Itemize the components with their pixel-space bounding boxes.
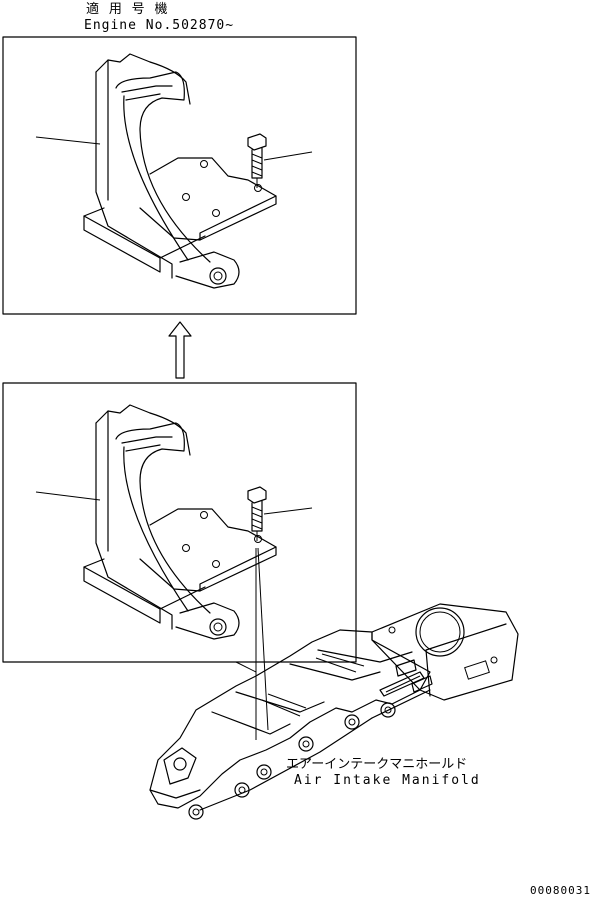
bottom-bolt [247,486,313,541]
up-arrow-icon [168,321,192,379]
applicable-label: 適 用 号 機 [86,2,169,17]
bottom-detail-frame [2,382,357,663]
box-to-manifold-line [235,661,257,673]
top-detail-frame [2,36,357,315]
bottom-bracket [35,404,277,640]
engine-number-label: Engine No.502870~ [84,18,235,33]
top-bracket [35,53,277,289]
manifold-label-english: Air Intake Manifold [294,773,481,788]
top-bolt [247,133,313,188]
manifold-label-japanese: エアーインテークマニホールド [286,757,468,772]
air-intake-manifold [149,603,519,820]
drawing-code: 00080031 [530,884,591,897]
mount-leader-line-2 [257,547,269,731]
